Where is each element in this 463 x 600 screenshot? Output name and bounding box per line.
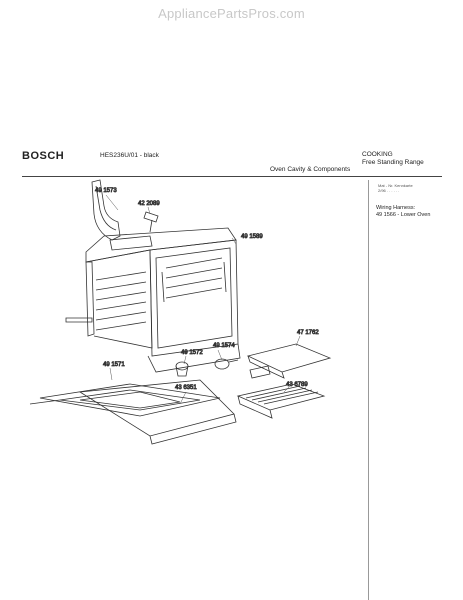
cavity-floor-panel: [78, 379, 237, 445]
section-title: Oven Cavity & Components: [270, 166, 351, 173]
bake-element: [29, 383, 221, 417]
part-label: 42 2089: [138, 201, 160, 207]
side-panel-divider: [368, 180, 369, 600]
part-label: 43 6789: [286, 382, 308, 388]
side-meta: Mat - Nr. Kennkarte 2/96 . . . . . .: [378, 183, 413, 193]
oven-light: [214, 358, 239, 370]
vent-duct: [91, 179, 121, 241]
watermark: AppliancePartsPros.com: [158, 6, 305, 21]
part-label: 43 6351: [175, 385, 197, 391]
part-label: 49 1574: [213, 343, 235, 349]
part-label: 49 1571: [103, 362, 125, 368]
broil-element: [249, 365, 271, 379]
model-number: HES236U/01 - black: [100, 152, 159, 159]
side-meta-line1: Mat - Nr. Kennkarte: [378, 183, 413, 188]
part-label: 47 1762: [297, 330, 319, 336]
leader-lines: [105, 194, 301, 405]
thermostat-knob: [175, 361, 189, 377]
header-divider: [22, 176, 442, 177]
oven-cavity: [65, 227, 241, 373]
wiring-harness-label: Wiring Harness:: [376, 205, 416, 211]
temperature-sensor: [143, 211, 159, 233]
oven-rack: [236, 383, 326, 419]
part-label: 49 1572: [181, 350, 203, 356]
side-meta-line2: 2/96 . . . . . .: [378, 188, 400, 193]
wiring-harness-value: 49 1566 - Lower Oven: [376, 212, 431, 218]
part-label: 49 1573: [95, 188, 117, 194]
category-label: COOKING: [362, 151, 393, 158]
brand-logo: BOSCH: [22, 150, 65, 162]
category-sublabel: Free Standing Range: [362, 159, 424, 166]
broil-pan: [246, 343, 332, 379]
part-label: 49 1589: [241, 234, 263, 240]
